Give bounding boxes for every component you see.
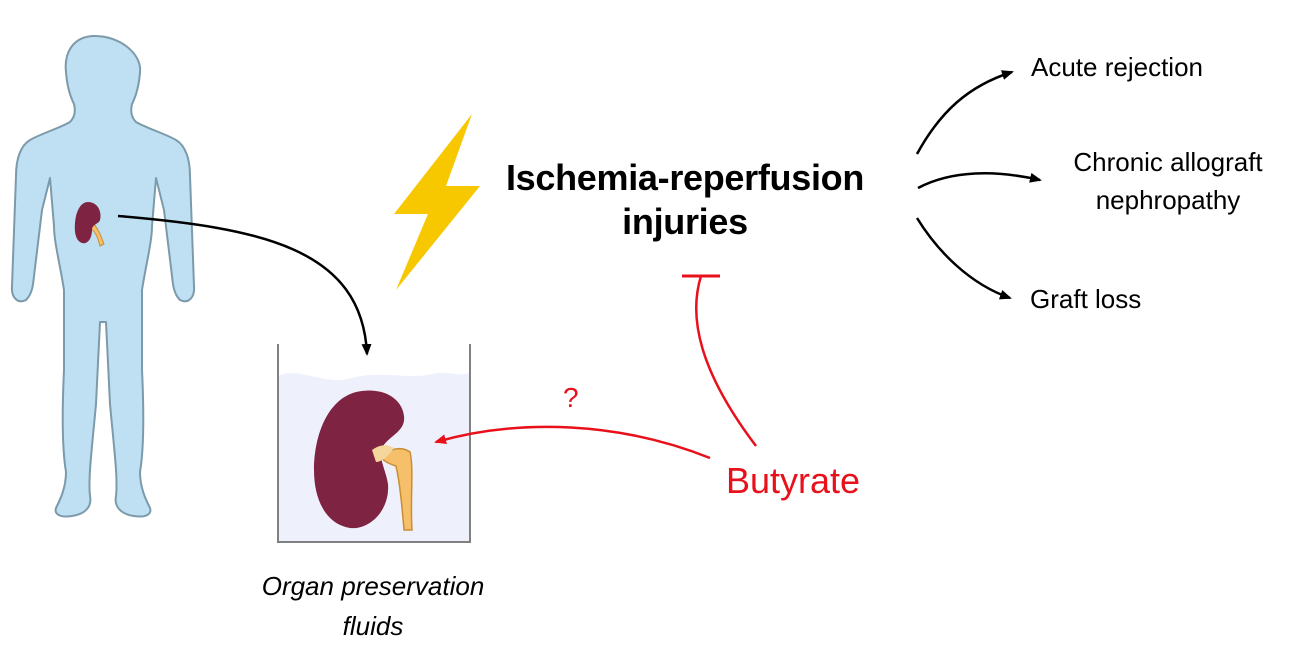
- transfer-arrow: [117, 214, 372, 356]
- lightning-bolt-icon: [394, 114, 480, 290]
- kidney-icon: [314, 390, 413, 531]
- container-caption-line2: fluids: [342, 611, 404, 641]
- outcome-label-line2: nephropathy: [1095, 185, 1241, 215]
- outcome-label: Graft loss: [1030, 284, 1142, 314]
- outcome-label: Acute rejection: [1031, 52, 1203, 82]
- kidney-icon: [74, 202, 105, 247]
- intervention-label: Butyrate: [726, 460, 861, 501]
- center-label: Ischemia-reperfusion injuries: [470, 156, 900, 244]
- outcome-chronic-nephropathy: Chronic allograft nephropathy: [1048, 143, 1288, 219]
- outcome-acute-rejection: Acute rejection: [1031, 48, 1203, 86]
- container-caption-line1: Organ preservation: [261, 571, 485, 601]
- human-body-icon: [10, 35, 196, 518]
- butyrate-arrow: [434, 425, 711, 460]
- center-label-line2: injuries: [622, 201, 748, 242]
- center-label-line1: Ischemia-reperfusion: [505, 157, 865, 198]
- arrow-chronic-nephropathy: [917, 172, 1042, 190]
- preservation-container-icon: [277, 344, 471, 543]
- inhibition-line: [695, 275, 757, 447]
- arrow-graft-loss: [915, 217, 1012, 300]
- outcome-label-line1: Chronic allograft: [1073, 147, 1263, 177]
- container-caption: Organ preservation fluids: [232, 566, 514, 646]
- uncertain-marker: ?: [563, 382, 579, 413]
- outcome-graft-loss: Graft loss: [1030, 280, 1141, 318]
- arrow-acute-rejection: [915, 70, 1014, 155]
